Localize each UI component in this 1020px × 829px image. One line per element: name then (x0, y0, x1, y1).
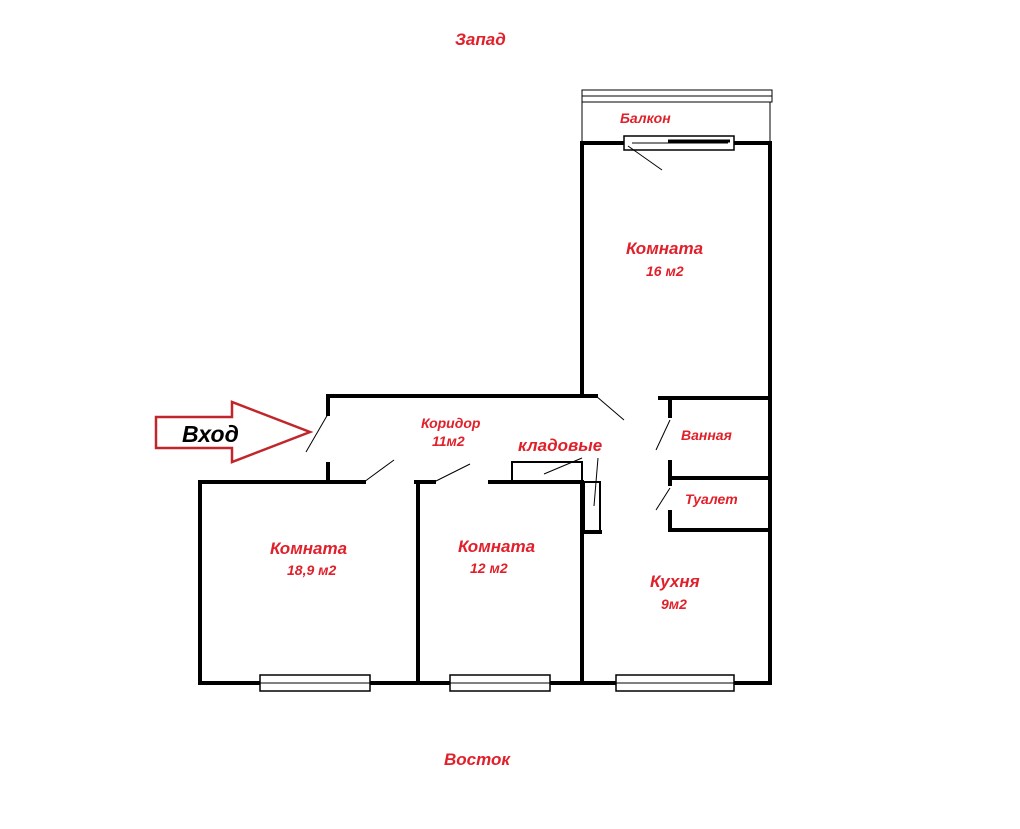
room-mid-label: Комната (458, 537, 535, 556)
room-top-walls (580, 141, 772, 532)
kitchen-label: Кухня (650, 572, 700, 591)
room-top-label: Комната (626, 239, 703, 258)
bathroom-label: Ванная (681, 427, 732, 443)
balcony-door-window (623, 135, 735, 171)
bath-toilet-walls (655, 396, 772, 532)
toilet-label: Туалет (685, 491, 738, 507)
corridor-area: 11м2 (432, 433, 465, 449)
room-left-label: Комната (270, 539, 347, 558)
corridor-label: Коридор (421, 415, 481, 431)
balcony (581, 89, 773, 143)
storage-label: кладовые (518, 436, 602, 455)
kitchen-area: 9м2 (661, 596, 687, 612)
bottom-windows (259, 674, 735, 692)
storage-closets (511, 457, 601, 533)
entrance-label: Вход (182, 421, 239, 447)
room-mid-area: 12 м2 (470, 560, 508, 576)
room-left-area: 18,9 м2 (287, 562, 336, 578)
west-label: Запад (455, 30, 506, 49)
corridor-walls (305, 394, 625, 484)
east-label: Восток (444, 750, 511, 769)
room-top-area: 16 м2 (646, 263, 684, 279)
balcony-label: Балкон (620, 110, 671, 126)
entrance-arrow: Вход (154, 400, 314, 464)
